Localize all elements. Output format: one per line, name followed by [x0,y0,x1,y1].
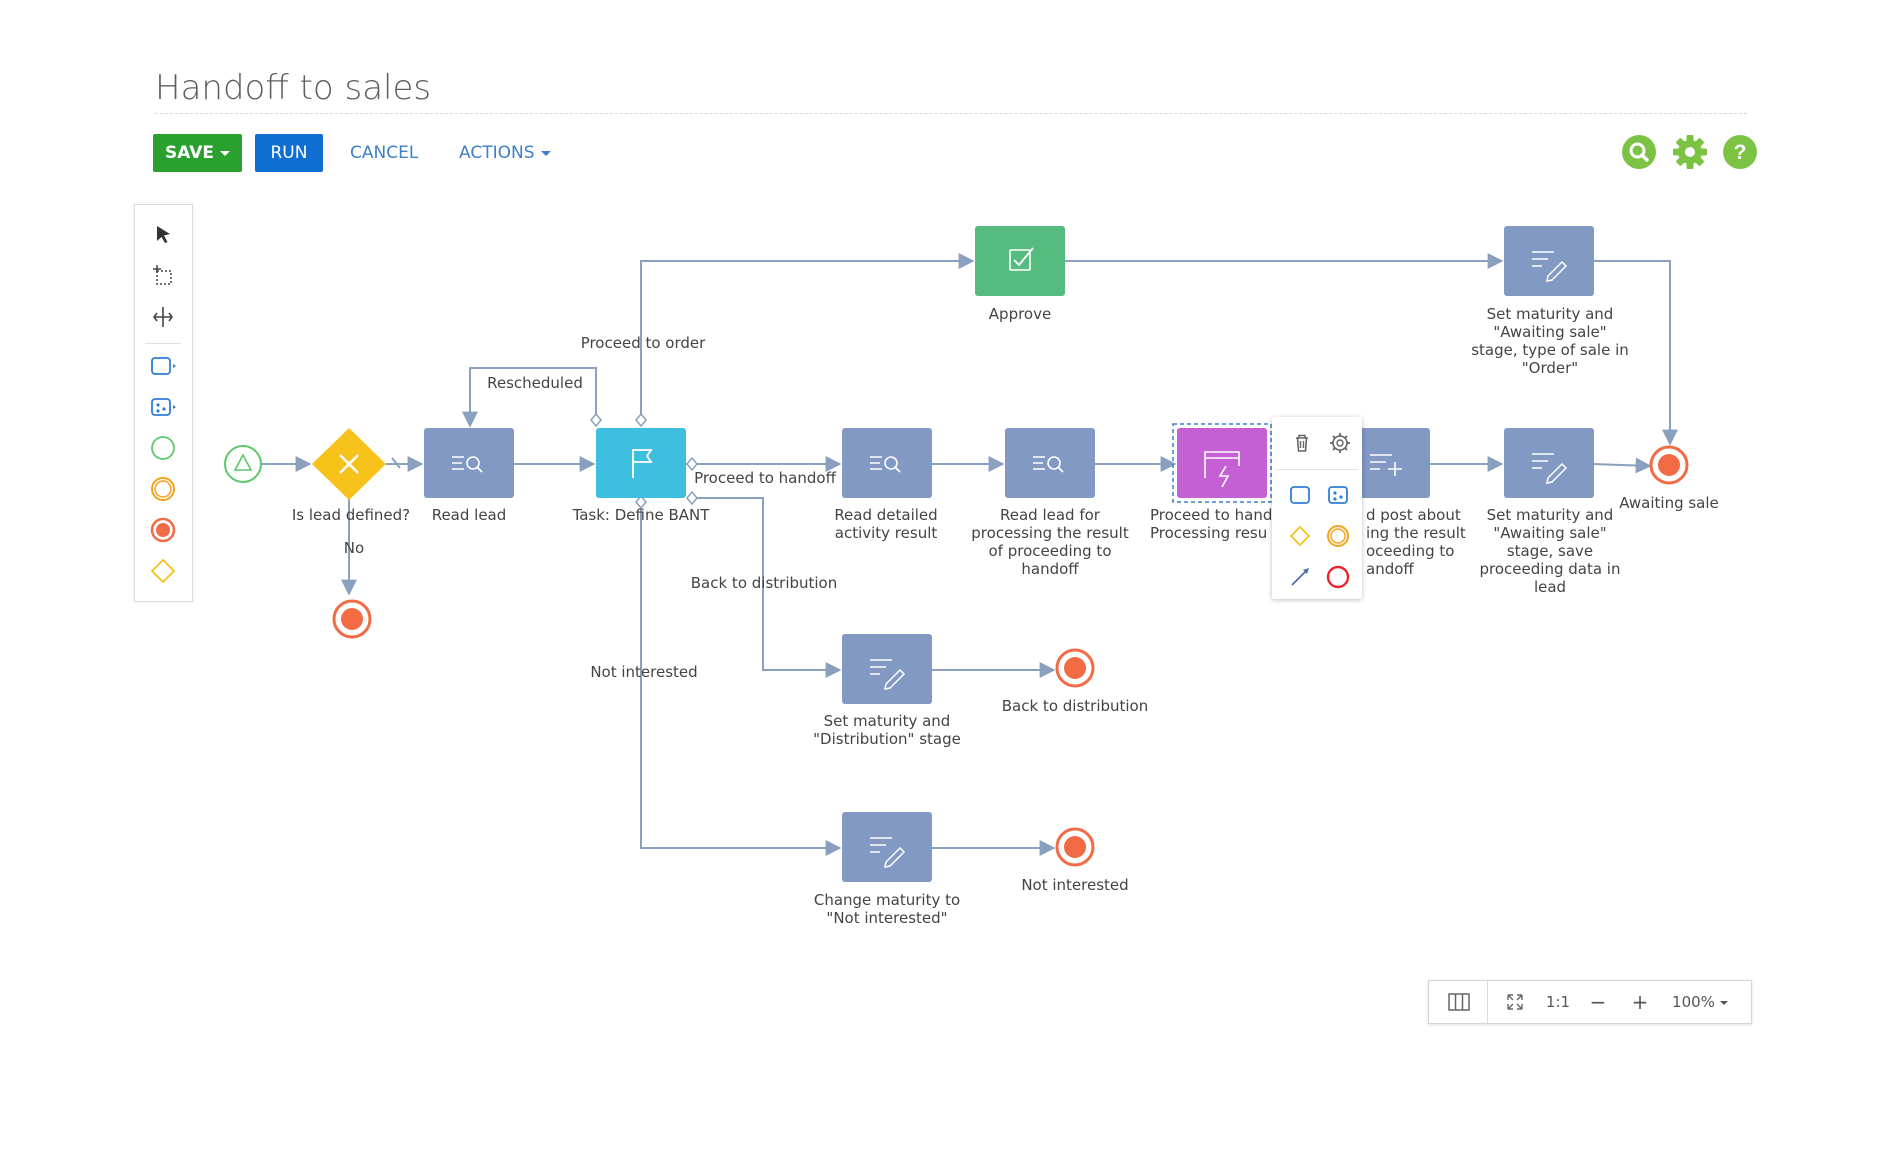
node-label: Not interested [1021,876,1129,894]
node-label: Proceed to hando Processing resu [1150,506,1272,542]
port-diamond [635,494,647,510]
chevron-down-icon [540,150,551,156]
flow-label: Rescheduled [487,374,583,392]
intermediate-event-icon[interactable] [149,475,177,503]
svg-text:?: ? [1734,141,1747,164]
task-rect-icon[interactable] [1286,481,1314,509]
run-button[interactable]: RUN [255,134,323,172]
zoom-out-button[interactable]: − [1589,990,1607,1014]
trash-icon[interactable] [1288,429,1316,457]
pointer-icon[interactable] [149,221,177,249]
node-label: d post about ing the result oceeding to … [1366,506,1466,578]
zoom-divider [1487,981,1488,1023]
port-diamond [686,490,698,506]
chevron-down-icon [1719,1000,1728,1005]
subprocess-icon[interactable] [149,393,177,421]
task-proceed-handoff [1172,423,1272,503]
help-icon[interactable]: ? [1722,134,1758,170]
start-event [224,445,262,483]
port-diamond [590,412,602,428]
flow-proceed-to-order [640,253,975,426]
task-set-distribution [842,634,932,704]
flow-label: Not interested [590,663,698,681]
element-context-menu [1272,417,1362,599]
task-approve [975,226,1065,296]
title-divider [155,113,1747,114]
node-label: Read lead [431,506,507,524]
end-event-icon[interactable] [1324,563,1352,591]
node-label: Task: Define BANT [572,506,710,524]
port-diamond [635,412,647,428]
zoom-level-select[interactable]: 100% [1665,981,1735,1023]
flow-rescheduled [462,367,597,428]
node-label: Set maturity and "Awaiting sale" stage, … [1471,305,1629,377]
lasso-select-icon[interactable] [149,262,177,290]
exclusive-gateway [312,428,386,500]
task-add-post [1340,428,1430,498]
task-set-order [1504,226,1594,296]
flow-label: No [343,539,365,557]
save-button[interactable]: SAVE [153,134,242,172]
task-change-not-interested [842,812,932,882]
task-bant [596,428,686,498]
actual-size-button[interactable]: 1:1 [1545,993,1571,1011]
node-label: Read lead for processing the result of p… [971,506,1129,578]
start-event-icon[interactable] [149,434,177,462]
subprocess-icon[interactable] [1324,481,1352,509]
search-icon[interactable] [1621,134,1657,170]
zoom-toolbar: 1:1 − + 100% [1428,980,1752,1024]
node-label: Approve [988,305,1052,323]
flow-set-order-end [1592,260,1678,446]
actions-button[interactable]: ACTIONS [459,134,551,172]
default-flow-marker [391,457,401,469]
gateway-icon[interactable] [149,557,177,585]
flow-not-interested [640,502,842,856]
zoom-in-button[interactable]: + [1631,990,1649,1014]
connector-icon[interactable] [1286,563,1314,591]
gear-icon[interactable] [1326,429,1354,457]
task-rect-icon[interactable] [149,352,177,380]
node-label: Change maturity to "Not interested" [813,891,961,927]
fit-to-screen-icon[interactable] [1501,981,1529,1023]
cancel-button[interactable]: CANCEL [350,143,419,163]
flow-back-to-distribution [692,497,842,678]
gear-icon[interactable] [1672,134,1708,170]
flow-label: Proceed to order [580,334,706,352]
menu-divider [1276,469,1358,470]
node-label: Back to distribution [1001,697,1149,715]
save-button-label: SAVE [164,143,215,163]
task-set-awaiting [1504,428,1594,498]
page-title: Handoff to sales [155,68,432,108]
node-label: Set maturity and "Distribution" stage [813,712,961,748]
end-event-no [332,599,372,639]
flow-set-awaiting-end [1591,457,1652,474]
space-tool-icon[interactable] [149,303,177,331]
palette-divider [145,343,181,344]
end-event-not-interested [1055,827,1095,867]
end-event-distribution [1055,648,1095,688]
end-event-icon[interactable] [149,516,177,544]
flow-label: Back to distribution [690,574,838,592]
task-read-lead [424,428,514,498]
node-label: Read detailed activity result [834,506,938,542]
end-event-awaiting [1649,445,1689,485]
task-read-activity [842,428,932,498]
task-read-lead-proc [1005,428,1095,498]
chevron-down-icon [220,150,231,156]
actions-button-label: ACTIONS [459,143,535,163]
node-label: Awaiting sale [1619,494,1719,512]
minimap-toggle-icon[interactable] [1445,981,1473,1023]
gateway-icon[interactable] [1286,522,1314,550]
zoom-level-value: 100% [1672,993,1715,1011]
node-label: Set maturity and "Awaiting sale" stage, … [1479,506,1621,596]
node-label: Is lead defined? [291,506,411,524]
flow-label: Proceed to handoff [694,469,836,487]
intermediate-event-icon[interactable] [1324,522,1352,550]
element-palette [134,204,193,602]
port-diamond [686,456,698,472]
